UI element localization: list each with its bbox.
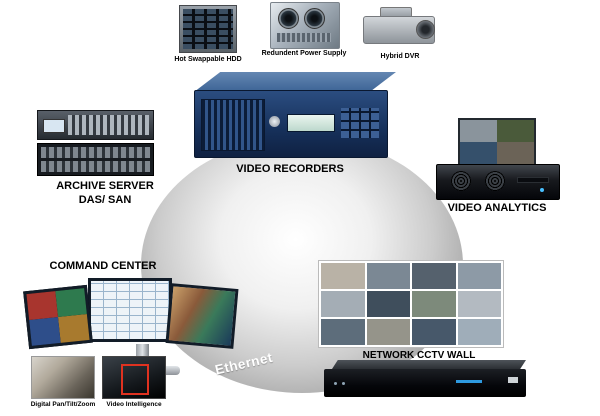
command-monitor-right [165,283,239,349]
network-rack-image [324,360,526,400]
cctv-feed-tile [321,291,365,317]
cctv-feed-tile [412,291,456,317]
archive-rack-unit-2 [37,143,154,176]
hybrid-dvr-image [358,6,442,50]
archive-server-image [37,110,154,176]
command-center-label: COMMAND CENTER [49,260,157,272]
analytics-server [436,164,560,200]
recorder-power-knob [269,116,280,127]
server-led-icon [540,188,544,192]
archive-server-label-line2: DAS/ SAN [78,194,132,206]
rack-front-face [324,369,526,397]
video-intelligence-label: Video Intelligence [106,401,162,408]
command-monitor-center [88,278,172,342]
rack-screw-icon [342,382,345,385]
archive-drive-bays [68,115,149,135]
video-recorder-image [194,72,396,162]
video-recorders-label: VIDEO RECORDERS [236,163,344,175]
analytics-screen [458,118,536,166]
recorder-lcd-display [287,114,335,132]
command-center-image [23,274,239,386]
hot-swappable-hdd-image [179,5,237,53]
redundant-power-supply-image [270,2,340,49]
cctv-feed-tile [366,263,410,289]
cctv-wall-grid [318,260,504,348]
archive-rack-unit-1 [37,110,154,140]
monitor-data-grid-screen [91,281,169,339]
command-monitor-left [23,284,93,350]
redundant-power-supply-label: Redundent Power Supply [261,50,347,57]
psu-fan-icon [278,8,299,29]
cctv-feed-tile [412,263,456,289]
video-analytics-image [436,118,560,200]
recorder-vent-grille [201,99,265,151]
digital-ptz-image [31,356,95,399]
archive-server-label: ARCHIVE SERVER DAS/ SAN [30,179,180,207]
video-intelligence-image [102,356,166,399]
cctv-feed-tile [457,263,501,289]
monitor-video-wall-screen [26,288,90,346]
cctv-feed-tile [366,319,410,345]
rack-top-face [332,360,526,369]
digital-ptz-label: Digital Pan/Tilt/Zoom [30,401,96,408]
hdd-drive-grid [183,9,233,49]
recorder-top-face [194,72,396,92]
dvr-lens-icon [416,20,435,39]
recorder-keypad [341,108,379,138]
video-analytics-label: VIDEO ANALYTICS [447,202,547,214]
cctv-feed-tile [321,263,365,289]
server-vent-icon [485,171,505,191]
network-cctv-wall-label: NETWORK CCTV WALL [362,350,476,361]
cctv-feed-tile [457,319,501,345]
archive-drive-row [41,161,150,172]
archive-lcd [43,119,65,133]
analytics-video-collage [460,120,534,164]
hybrid-dvr-label: Hybrid DVR [380,53,420,60]
archive-drive-row [41,147,150,158]
cctv-feed-tile [321,319,365,345]
detection-box-icon [121,364,149,395]
rack-led-strip [456,380,482,383]
server-vent-icon [451,171,471,191]
hot-swappable-hdd-label: Hot Swappable HDD [174,56,242,63]
cctv-feed-tile [412,319,456,345]
archive-server-label-line1: ARCHIVE SERVER [56,180,154,192]
psu-fan-icon [304,8,325,29]
rack-screw-icon [334,382,337,385]
rack-label-tag [508,377,518,383]
server-drive-slot [517,177,549,183]
recorder-front-face [194,90,388,158]
psu-vent-grille [277,33,331,42]
monitor-camera-feed-screen [168,286,236,346]
cctv-feed-tile [457,291,501,317]
cctv-feed-tile [366,291,410,317]
